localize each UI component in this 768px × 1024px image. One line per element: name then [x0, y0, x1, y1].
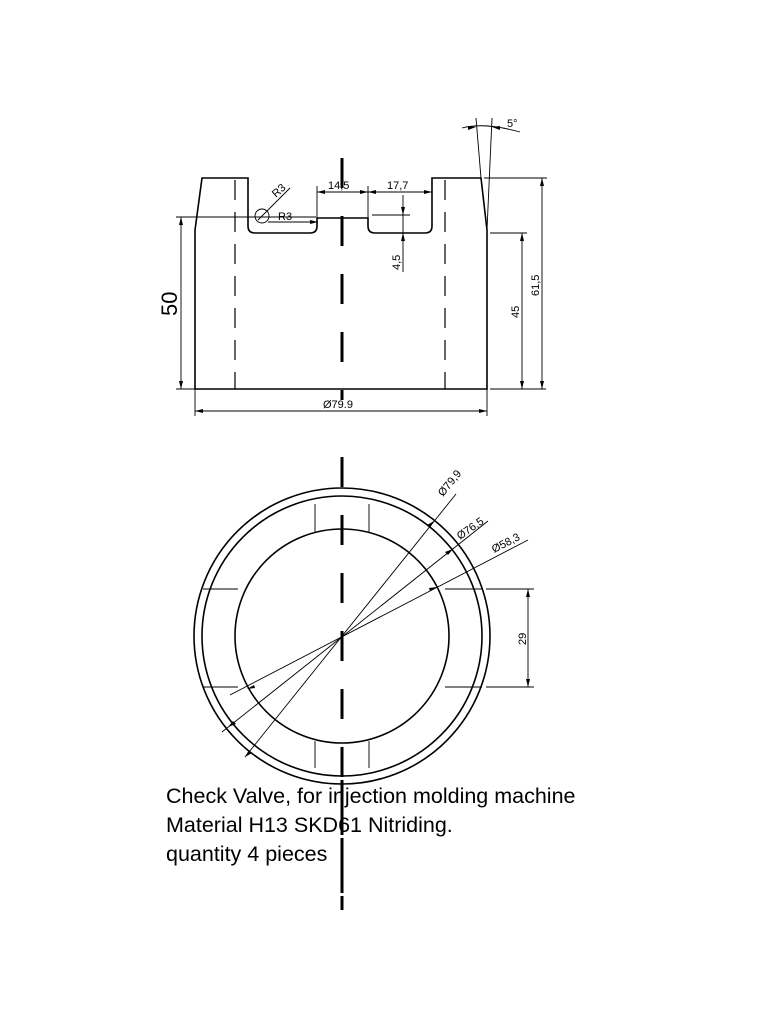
- dim-top-mid-diameter-text: Ø76,5: [455, 515, 486, 542]
- side-view: 5° 14,5 17,7 R3 R3: [157, 117, 547, 416]
- lug-bottom: [314, 741, 370, 768]
- dim-angle-text: 5°: [507, 118, 518, 130]
- dim-height-step-text: 45: [510, 306, 522, 318]
- dim-radii: R3 R3: [254, 182, 318, 224]
- dim-height-total: 61,5: [484, 177, 547, 389]
- note-line-material: Material H13 SKD61 Nitriding.: [166, 813, 453, 837]
- dim-top-inner-diameter-text: Ø58,3: [490, 531, 522, 555]
- dim-height-main-text: 50: [157, 292, 182, 316]
- dim-slot-widths: 14,5 17,7: [316, 178, 433, 218]
- dim-lug-width-text: 29: [517, 633, 529, 645]
- dim-top-outer-diameter-text: Ø79,9: [436, 468, 464, 499]
- dim-slot-width-right: 17,7: [387, 180, 408, 192]
- lug-left: [203, 588, 238, 688]
- dim-lug-width: 29: [486, 588, 534, 688]
- dim-height-total-text: 61,5: [530, 275, 542, 296]
- dim-slot-depth-text: 4,5: [391, 255, 403, 270]
- lug-right: [445, 588, 482, 688]
- dim-height-main: 50: [157, 216, 316, 390]
- dim-side-diameter: Ø79.9: [194, 389, 488, 416]
- note-line-quantity: quantity 4 pieces: [166, 842, 328, 866]
- dim-radius-outer: R3: [270, 182, 288, 200]
- dim-side-diameter-text: Ø79.9: [323, 399, 353, 411]
- dim-slot-depth: 4,5: [372, 195, 410, 272]
- drawing-notes: Check Valve, for injection molding machi…: [166, 782, 576, 869]
- note-line-title: Check Valve, for injection molding machi…: [166, 784, 576, 808]
- dim-top-inner-diameter: Ø58,3: [229, 531, 529, 696]
- dim-slot-width-left: 14,5: [328, 180, 349, 192]
- dim-angle-5deg: 5°: [461, 117, 521, 231]
- lug-top: [314, 504, 370, 532]
- dim-height-step: 45: [490, 232, 546, 390]
